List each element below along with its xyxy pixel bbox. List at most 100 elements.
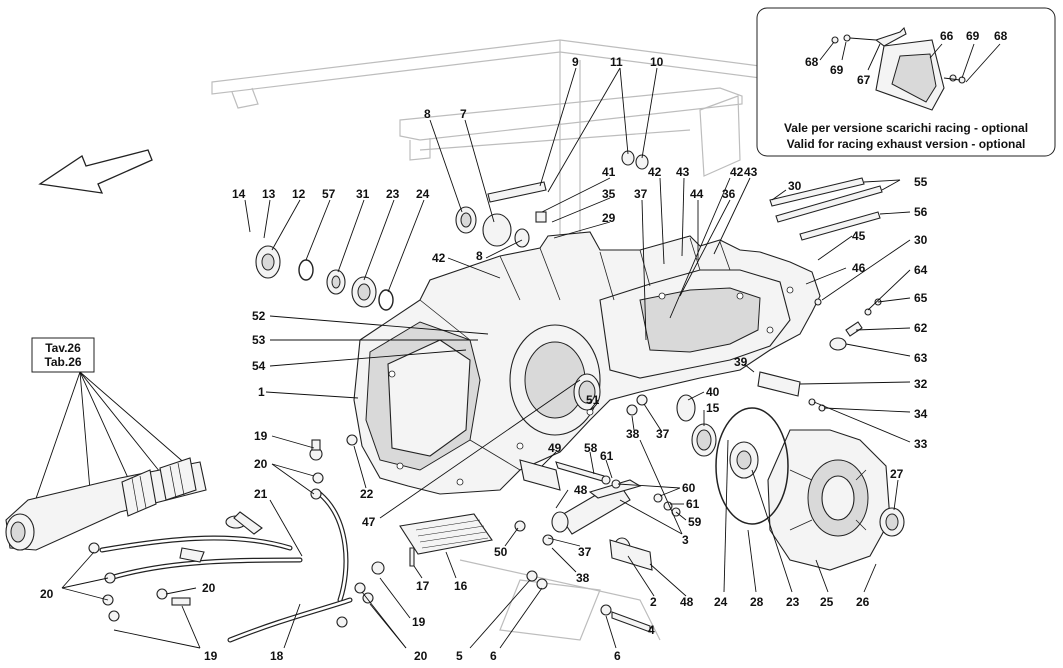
ref-line1: Tav.26: [45, 341, 81, 355]
callout-33: 33: [914, 437, 928, 451]
callout-35: 35: [602, 187, 616, 201]
callout-32: 32: [914, 377, 928, 391]
callout-40: 40: [706, 385, 720, 399]
callout-42: 42: [730, 165, 744, 179]
gearbox-casing: [353, 231, 821, 495]
callout-45: 45: [852, 229, 866, 243]
callout-9: 9: [572, 55, 579, 69]
callout-13: 13: [262, 187, 276, 201]
callout-47: 47: [362, 515, 376, 529]
callout-56: 56: [914, 205, 928, 219]
callout-55: 55: [914, 175, 928, 189]
callout-labels: 68 69 67 66 69 68 9 11 10 8 7 41 35 29 8…: [40, 29, 1008, 663]
callout-1: 1: [258, 385, 265, 399]
reference-box: Tav.26 Tab.26: [31, 337, 189, 511]
callout-67: 67: [857, 73, 871, 87]
callout-23: 23: [786, 595, 800, 609]
callout-7: 7: [460, 107, 467, 121]
callout-6: 6: [490, 649, 497, 663]
callout-68: 68: [994, 29, 1008, 43]
inset-racing-exhaust: Vale per versione scarichi racing - opti…: [756, 7, 1056, 157]
callout-46: 46: [852, 261, 866, 275]
shaft-assembly: [5, 457, 207, 551]
seals-and-bearings: [255, 150, 696, 422]
callout-69: 69: [966, 29, 980, 43]
callout-6: 6: [614, 649, 621, 663]
callout-23: 23: [386, 187, 400, 201]
callout-20: 20: [40, 587, 54, 601]
callout-53: 53: [252, 333, 266, 347]
callout-65: 65: [914, 291, 928, 305]
callout-26: 26: [856, 595, 870, 609]
callout-51: 51: [586, 393, 600, 407]
callout-2: 2: [650, 595, 657, 609]
callout-17: 17: [416, 579, 430, 593]
direction-arrow: [38, 149, 153, 194]
callout-57: 57: [322, 187, 336, 201]
callout-52: 52: [252, 309, 266, 323]
callout-62: 62: [914, 321, 928, 335]
callout-19: 19: [254, 429, 268, 443]
callout-4: 4: [648, 623, 655, 637]
callout-31: 31: [356, 187, 370, 201]
callout-54: 54: [252, 359, 266, 373]
callout-25: 25: [820, 595, 834, 609]
inset-caption-en: Valid for racing exhaust version - optio…: [787, 137, 1026, 151]
callout-19: 19: [412, 615, 426, 629]
callout-3: 3: [682, 533, 689, 547]
callout-66: 66: [940, 29, 954, 43]
callout-58: 58: [584, 441, 598, 455]
callout-59: 59: [688, 515, 702, 529]
callout-61: 61: [686, 497, 700, 511]
callout-27: 27: [890, 467, 904, 481]
callout-29: 29: [602, 211, 616, 225]
callout-61: 61: [600, 449, 614, 463]
bolts-and-sensors: [757, 177, 883, 412]
callout-12: 12: [292, 187, 306, 201]
callout-30: 30: [914, 233, 928, 247]
callout-42: 42: [432, 251, 446, 265]
callout-28: 28: [750, 595, 764, 609]
callout-43: 43: [676, 165, 690, 179]
callout-41: 41: [602, 165, 616, 179]
callout-42: 42: [648, 165, 662, 179]
callout-69: 69: [830, 63, 844, 77]
hydraulic-hoses: [88, 434, 385, 643]
callout-48: 48: [574, 483, 588, 497]
callout-11: 11: [610, 55, 623, 69]
selector-linkage: [225, 459, 681, 633]
callout-68: 68: [805, 55, 819, 69]
callout-15: 15: [706, 401, 720, 415]
callout-8: 8: [476, 249, 483, 263]
callout-38: 38: [626, 427, 640, 441]
callout-8: 8: [424, 107, 431, 121]
callout-20: 20: [254, 457, 268, 471]
rear-cover: [691, 407, 905, 571]
callout-24: 24: [714, 595, 728, 609]
callout-43: 43: [744, 165, 758, 179]
callout-18: 18: [270, 649, 284, 663]
callout-38: 38: [576, 571, 590, 585]
callout-24: 24: [416, 187, 430, 201]
callout-34: 34: [914, 407, 928, 421]
callout-50: 50: [494, 545, 508, 559]
ref-line2: Tab.26: [44, 355, 81, 369]
callout-20: 20: [414, 649, 428, 663]
callout-36: 36: [722, 187, 736, 201]
callout-19: 19: [204, 649, 218, 663]
callout-37: 37: [656, 427, 670, 441]
callout-63: 63: [914, 351, 928, 365]
callout-44: 44: [690, 187, 704, 201]
callout-48: 48: [680, 595, 694, 609]
callout-37: 37: [634, 187, 648, 201]
leader-lines: [61, 41, 1001, 649]
callout-5: 5: [456, 649, 463, 663]
callout-16: 16: [454, 579, 468, 593]
callout-20: 20: [202, 581, 216, 595]
callout-10: 10: [650, 55, 664, 69]
callout-14: 14: [232, 187, 246, 201]
callout-37: 37: [578, 545, 592, 559]
callout-64: 64: [914, 263, 928, 277]
callout-21: 21: [254, 487, 268, 501]
